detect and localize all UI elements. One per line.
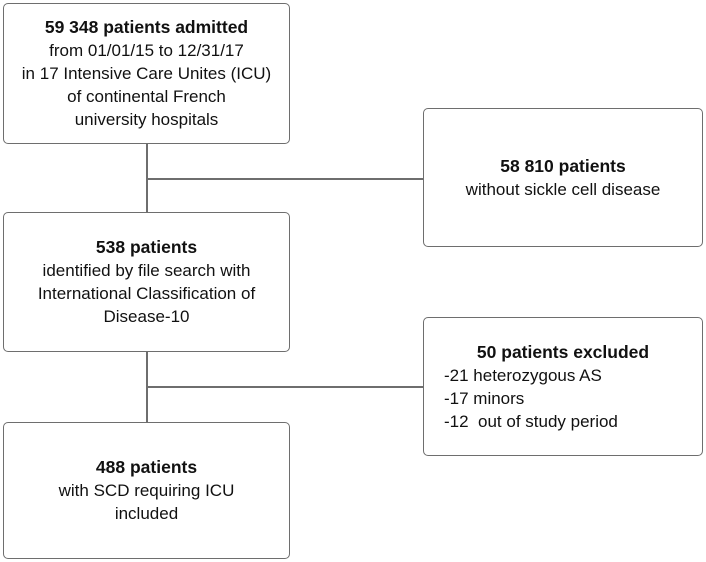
identified-box: 538 patients identified by file search w… [3, 212, 290, 352]
connector-to-no-scd [146, 178, 423, 180]
admitted-line: from 01/01/15 to 12/31/17 [49, 41, 244, 60]
admitted-line: in 17 Intensive Care Unites (ICU) [21, 64, 272, 83]
no-scd-title: 58 810 patients [500, 155, 626, 176]
admitted-line: of continental French [67, 87, 226, 106]
identified-line: International Classification of [37, 284, 256, 303]
no-scd-box: 58 810 patients without sickle cell dise… [423, 108, 703, 247]
no-scd-line: without sickle cell disease [465, 179, 661, 199]
included-line: with SCD requiring ICU [58, 481, 235, 500]
connector-to-excluded [146, 386, 423, 388]
identified-line: identified by file search with [42, 261, 251, 280]
admitted-line: university hospitals [74, 110, 219, 129]
excluded-title: 50 patients excluded [476, 341, 650, 362]
included-title: 488 patients [95, 457, 198, 477]
included-box: 488 patients with SCD requiring ICU incl… [3, 422, 290, 559]
admitted-title: 59 348 patients admitted [44, 17, 249, 37]
excluded-line: -17 minors [444, 388, 525, 408]
included-line: included [114, 504, 179, 523]
identified-line: Disease-10 [103, 307, 190, 326]
identified-title: 538 patients [95, 237, 198, 257]
excluded-line: -21 heterozygous AS [444, 365, 602, 385]
excluded-line: -12 out of study period [444, 411, 618, 431]
excluded-box: 50 patients excluded -21 heterozygous AS… [423, 317, 703, 456]
admitted-box: 59 348 patients admitted from 01/01/15 t… [3, 3, 290, 144]
